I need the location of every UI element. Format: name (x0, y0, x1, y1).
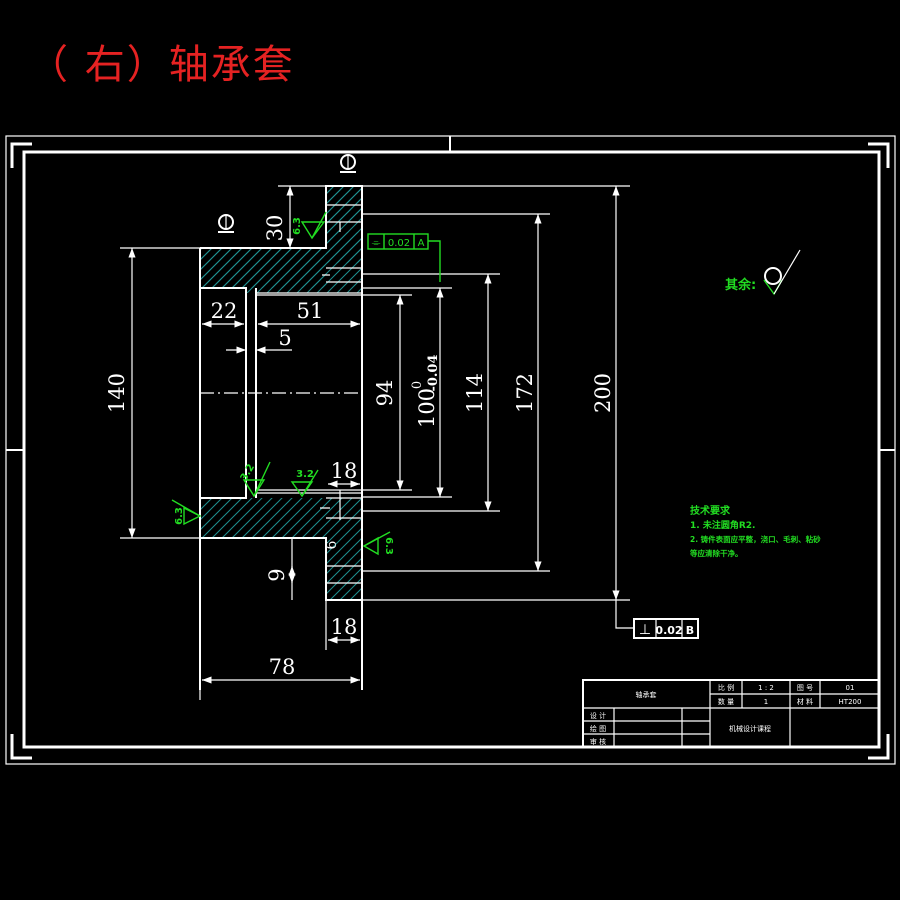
dim-6: 6 (324, 540, 340, 549)
svg-text:⌯: ⌯ (372, 236, 381, 249)
svg-text:等应清除干净。: 等应清除干净。 (690, 548, 743, 558)
dim-5: 5 (278, 326, 291, 350)
dim-51: 51 (297, 299, 324, 323)
other-finish-note: 其余: (725, 249, 801, 296)
svg-text:绘 图: 绘 图 (590, 724, 606, 733)
svg-text:6.3: 6.3 (174, 507, 185, 525)
svg-text:材 料: 材 料 (797, 697, 813, 706)
dim-30: 30 (263, 215, 287, 242)
outer-frame (5, 135, 896, 765)
svg-text:0.02: 0.02 (655, 624, 682, 637)
datum-symbol-left (218, 214, 234, 233)
roughness-symbol-5: 6.3 (362, 531, 394, 556)
svg-text:数 量: 数 量 (718, 697, 734, 706)
svg-text:1 : 2: 1 : 2 (758, 684, 774, 692)
svg-text:审 核: 审 核 (590, 737, 606, 746)
dim-200: 200 (591, 373, 615, 413)
datum-symbol-top (340, 154, 356, 173)
svg-text:3.2: 3.2 (296, 469, 314, 480)
roughness-symbol-2: 3.2 (239, 461, 271, 498)
dim-114: 114 (463, 373, 487, 413)
flatness-tolerance-frame: ⌯ 0.02 A (367, 233, 441, 282)
roughness-symbol-4: 6.3 (171, 499, 202, 526)
dim-100-tol-upper: 0 (410, 381, 425, 389)
dim-22: 22 (211, 299, 238, 323)
svg-text:⊥: ⊥ (639, 622, 651, 638)
svg-text:技术要求: 技术要求 (690, 504, 731, 517)
tb-part-name: 轴承套 (636, 690, 657, 699)
svg-text:机械设计课程: 机械设计课程 (729, 724, 771, 733)
roughness-symbol-3: 3.2 (290, 469, 319, 498)
svg-text:其余:: 其余: (725, 277, 756, 293)
roughness-symbol-1: 6.3 (292, 211, 327, 240)
svg-text:2. 铸件表面应平整，浇口、毛刺、粘砂: 2. 铸件表面应平整，浇口、毛刺、粘砂 (690, 534, 821, 544)
title-block: 轴承套 比 例 1 : 2 图 号 01 数 量 1 材 料 HT200 设 计… (582, 679, 880, 748)
svg-text:B: B (686, 624, 694, 637)
svg-text:6.3: 6.3 (383, 537, 394, 555)
svg-text:6.3: 6.3 (292, 217, 303, 235)
dim-140: 140 (105, 373, 129, 413)
svg-text:图 号: 图 号 (797, 684, 813, 692)
svg-text:0.02: 0.02 (388, 238, 410, 249)
dim-100-tol-lower: -0.04 (426, 354, 441, 391)
dim-94: 94 (373, 380, 397, 407)
svg-text:A: A (418, 238, 425, 249)
dim-172: 172 (513, 373, 537, 413)
svg-text:设 计: 设 计 (590, 711, 606, 720)
svg-text:1: 1 (764, 698, 768, 706)
svg-text:比 例: 比 例 (718, 683, 734, 692)
dim-78: 78 (269, 655, 296, 679)
inner-frame (22, 150, 881, 749)
part-section (199, 185, 363, 690)
dim-18-bottom: 18 (331, 615, 358, 639)
svg-text:HT200: HT200 (839, 698, 862, 706)
svg-text:01: 01 (846, 684, 855, 692)
dim-9: 9 (265, 568, 289, 581)
perpendicularity-tolerance-frame: ⊥ 0.02 B (615, 600, 699, 639)
technical-requirements: 技术要求 1. 未注圆角R2. 2. 铸件表面应平整，浇口、毛刺、粘砂 等应清除… (690, 504, 821, 558)
dim-100: 100 (415, 388, 439, 428)
drawing-title: （ 右）轴承套 (28, 42, 295, 88)
svg-text:1. 未注圆角R2.: 1. 未注圆角R2. (690, 519, 755, 531)
dim-18-top: 18 (331, 459, 358, 483)
